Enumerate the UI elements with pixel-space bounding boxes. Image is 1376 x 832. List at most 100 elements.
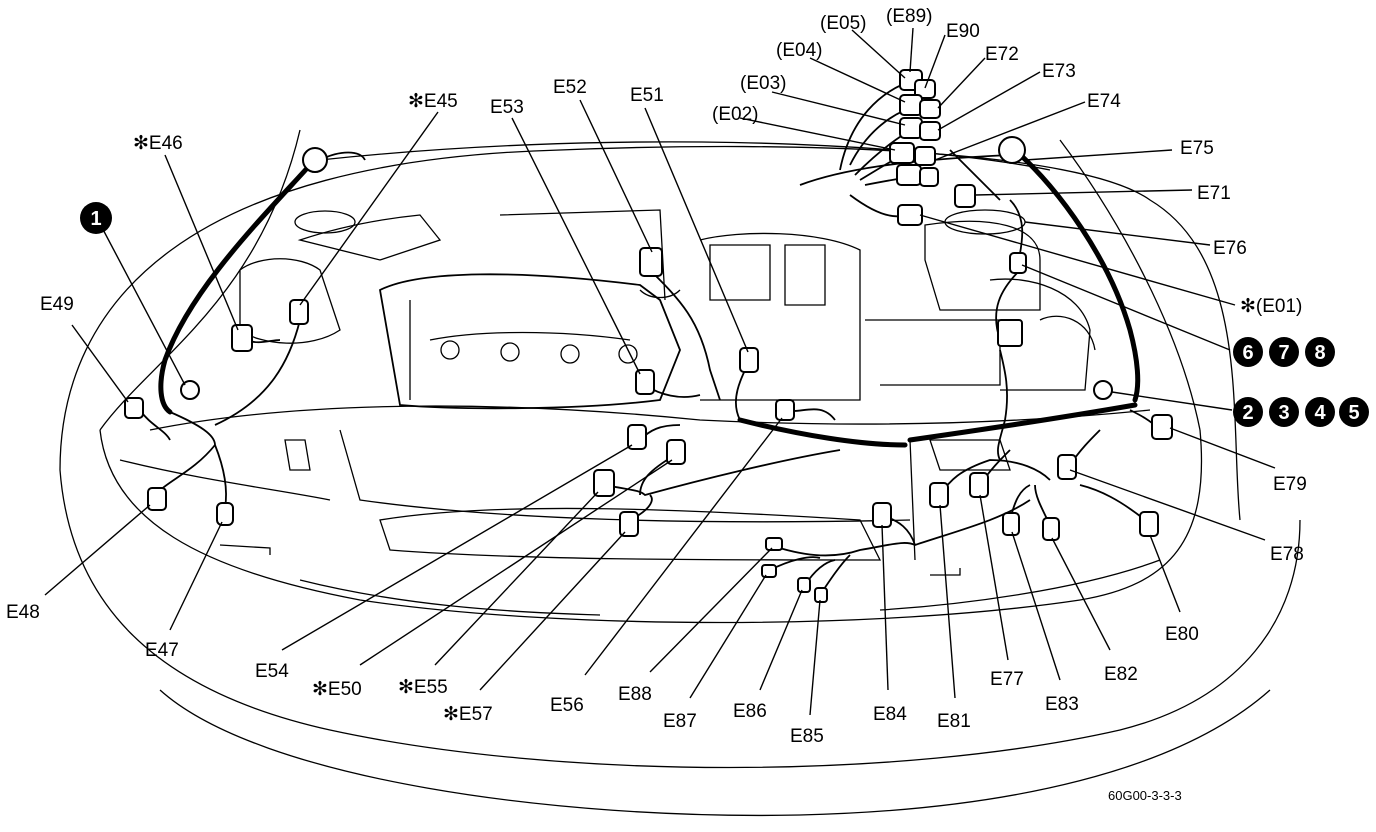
leader-e48 xyxy=(44,504,151,596)
leader-e55 xyxy=(434,491,599,666)
label-e72: E72 xyxy=(985,44,1019,65)
leader-b6 xyxy=(1021,264,1231,351)
connector-e56 xyxy=(775,399,795,421)
label-e86: E86 xyxy=(733,701,767,722)
label-e46: ✻E46 xyxy=(133,133,183,154)
label-e79: E79 xyxy=(1273,474,1307,495)
label-e76: E76 xyxy=(1213,238,1247,259)
leader-e01 xyxy=(919,214,1236,306)
badge-5: 5 xyxy=(1339,397,1369,427)
label-e82: E82 xyxy=(1104,664,1138,685)
label-e03: (E03) xyxy=(740,73,786,94)
numbered-badges: 1 6 7 8 2 3 4 5 xyxy=(80,202,1369,427)
connector-e78 xyxy=(1057,454,1077,480)
leader-e89 xyxy=(909,27,914,73)
label-e56: E56 xyxy=(550,695,584,716)
badge-6: 6 xyxy=(1233,337,1263,367)
leader-e49 xyxy=(71,324,129,403)
leader-e54 xyxy=(281,444,633,651)
grommet-left xyxy=(302,147,328,173)
leader-e85 xyxy=(809,599,821,716)
label-e55: ✻E55 xyxy=(398,677,448,698)
connector-e85 xyxy=(814,587,828,603)
leader-e02 xyxy=(739,117,896,151)
leader-e45 xyxy=(299,111,439,306)
connector-e87 xyxy=(761,564,777,578)
badge-4: 4 xyxy=(1305,397,1335,427)
leader-e57 xyxy=(479,531,626,691)
grommet-2345 xyxy=(1093,380,1113,400)
connector-e86 xyxy=(797,577,811,593)
label-e83: E83 xyxy=(1045,694,1079,715)
label-e01: ✻(E01) xyxy=(1240,296,1302,317)
label-e04: (E04) xyxy=(776,40,822,61)
label-e80: E80 xyxy=(1165,624,1199,645)
leader-e80 xyxy=(1149,534,1181,613)
label-e50: ✻E50 xyxy=(312,679,362,700)
connector-e54 xyxy=(627,424,647,450)
badge-2: 2 xyxy=(1233,397,1263,427)
badge-1: 1 xyxy=(80,202,112,234)
leader-e46 xyxy=(164,154,239,331)
badge-1-number: 1 xyxy=(90,208,101,230)
leader-e86 xyxy=(759,589,803,691)
leader-e04 xyxy=(809,57,906,103)
label-e74: E74 xyxy=(1087,91,1121,112)
badge-7: 7 xyxy=(1269,337,1299,367)
label-e47: E47 xyxy=(145,640,179,661)
connector-e76 xyxy=(897,204,923,226)
grommet-e75 xyxy=(998,136,1026,164)
connector-e47 xyxy=(216,502,234,526)
leader-e03 xyxy=(771,91,906,126)
connectors xyxy=(124,69,1173,603)
connector-e83 xyxy=(1002,512,1020,536)
connector-e51 xyxy=(739,347,759,373)
connector-e79 xyxy=(1151,414,1173,440)
leader-e47 xyxy=(169,521,223,631)
connector-e03 xyxy=(899,117,923,139)
connector-e48 xyxy=(147,487,167,511)
leader-e52 xyxy=(579,99,653,253)
label-e77: E77 xyxy=(990,669,1024,690)
label-e71: E71 xyxy=(1197,183,1231,204)
leader-e79 xyxy=(1169,427,1276,469)
leader-b2 xyxy=(1111,391,1233,411)
connector-e72 xyxy=(919,99,941,119)
connector-e55 xyxy=(593,469,615,497)
label-e53: E53 xyxy=(490,97,524,118)
connector-e90 xyxy=(914,79,936,99)
connector-e49 xyxy=(124,397,144,419)
leader-e56 xyxy=(584,417,783,676)
connector-e45 xyxy=(289,299,309,325)
connector-e81 xyxy=(929,482,949,508)
leader-e75 xyxy=(1024,149,1173,161)
engine-block xyxy=(239,209,1096,471)
leader-e73 xyxy=(937,71,1041,131)
leader-e50 xyxy=(359,459,673,666)
leader-e84 xyxy=(881,524,889,691)
connector-e53 xyxy=(635,369,655,395)
connector-e02b xyxy=(896,164,922,186)
badge-5-number: 5 xyxy=(1348,402,1359,424)
label-e05: (E05) xyxy=(820,13,866,34)
connector-e50 xyxy=(666,439,686,465)
label-e78: E78 xyxy=(1270,544,1304,565)
label-e84: E84 xyxy=(873,704,907,725)
grommet-1 xyxy=(180,380,200,400)
leader-e90 xyxy=(924,34,946,89)
label-e02: (E02) xyxy=(712,104,758,125)
leader-e83 xyxy=(1011,531,1061,681)
badge-3-number: 3 xyxy=(1278,402,1289,424)
label-e89: (E89) xyxy=(886,6,932,27)
connector-e71 xyxy=(954,184,976,208)
label-e75: E75 xyxy=(1180,138,1214,159)
connector-e01 xyxy=(1009,252,1027,274)
badge-7-number: 7 xyxy=(1278,342,1289,364)
leader-e78 xyxy=(1069,469,1266,541)
leader-e81 xyxy=(939,504,956,699)
connector-e80 xyxy=(1139,511,1159,537)
connector-e77 xyxy=(969,472,989,498)
connector-e84 xyxy=(872,502,892,528)
connector-e46 xyxy=(231,324,253,352)
label-e90: E90 xyxy=(946,21,980,42)
